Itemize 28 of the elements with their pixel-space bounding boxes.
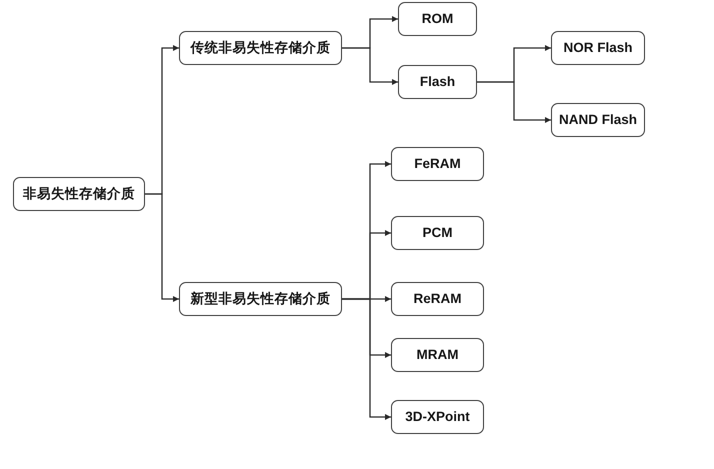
node-label: Flash	[420, 74, 456, 90]
process-box	[179, 31, 342, 65]
process-box	[391, 400, 484, 434]
connector-arrow	[342, 298, 391, 420]
connector-arrow	[477, 81, 551, 123]
process-box	[551, 103, 645, 137]
process-box	[13, 177, 145, 211]
node-label: 传统非易失性存储介质	[190, 40, 330, 56]
node-label: PCM	[422, 224, 452, 242]
node-label: 新型非易失性存储介质	[190, 290, 330, 308]
node-label: 3D-XPoint	[405, 408, 470, 426]
node-label: NOR Flash	[563, 40, 632, 56]
process-box	[551, 31, 645, 65]
process-box	[391, 338, 484, 372]
node-label: NAND Flash	[558, 112, 637, 128]
node-label: 非易失性存储介质	[23, 186, 135, 202]
process-box	[398, 2, 477, 36]
process-box	[391, 147, 484, 181]
connector-arrow	[342, 47, 398, 85]
process-box	[391, 216, 484, 250]
node-label: MRAM	[416, 346, 458, 364]
process-box	[391, 282, 484, 316]
process-box	[179, 282, 342, 316]
process-box	[398, 65, 477, 99]
node-label: ReRAM	[413, 290, 462, 308]
node-label: FeRAM	[414, 156, 461, 172]
node-label: ROM	[422, 10, 454, 28]
connector-arrow	[145, 193, 179, 302]
